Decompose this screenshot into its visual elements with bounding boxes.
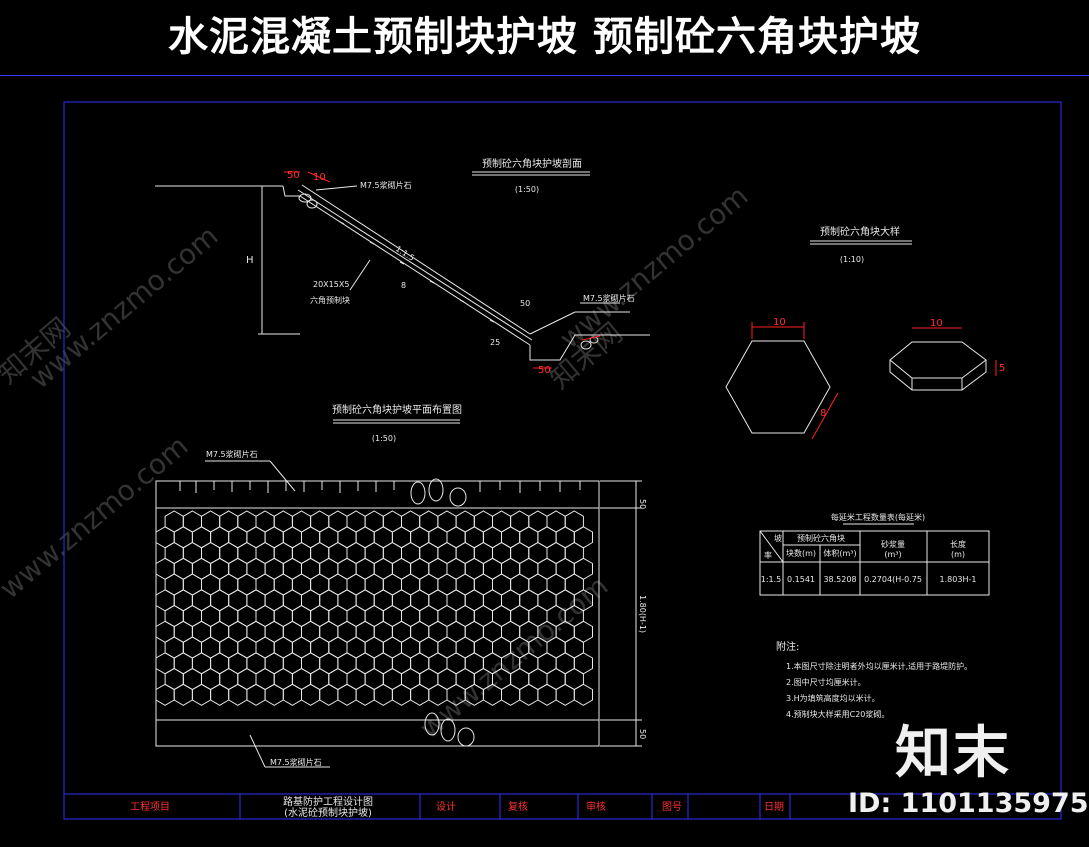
notes-heading: 附注: bbox=[776, 640, 799, 653]
detail-scale: (1:10) bbox=[840, 255, 864, 264]
tb-project: 工程项目 bbox=[130, 801, 170, 813]
tb-drawing-no: 图号 bbox=[662, 801, 682, 813]
detail-top-width: 10 bbox=[930, 318, 943, 329]
table-title: 每延米工程数量表(每延米) bbox=[831, 512, 925, 522]
hexagon-block bbox=[519, 683, 539, 706]
note-item: 2.图中尺寸均厘米计。 bbox=[786, 677, 866, 687]
hexagon-block bbox=[337, 683, 357, 706]
id-label: ID: 1101135975 bbox=[848, 788, 1089, 819]
hexagon-block bbox=[282, 683, 302, 706]
title-divider bbox=[0, 75, 1089, 76]
tb-approve: 审核 bbox=[586, 800, 606, 813]
hexagon-block bbox=[228, 683, 248, 706]
detail-view: 预制砼六角块大样 (1:10) 10 8 10 5 bbox=[725, 225, 1005, 440]
table-head-group: 预制砼六角块 bbox=[797, 533, 845, 543]
tb-design: 设计 bbox=[436, 800, 456, 813]
watermark-3: www.znzmo.com bbox=[553, 179, 754, 355]
table-head-c-unit: (m³) bbox=[884, 550, 901, 559]
hexagon-block bbox=[555, 683, 575, 706]
slope-hatch bbox=[339, 221, 495, 323]
tb-date: 日期 bbox=[764, 801, 784, 813]
dim-top: 50 bbox=[287, 170, 300, 181]
hexagon-block bbox=[155, 683, 175, 706]
dim-toe: 50 bbox=[538, 365, 551, 376]
table-head-b: 体积(m³) bbox=[823, 548, 856, 558]
dim-right: 50 bbox=[520, 299, 530, 308]
section-scale: (1:50) bbox=[515, 185, 539, 194]
page-title: 水泥混凝土预制块护坡 预制砼六角块护坡 bbox=[168, 14, 921, 60]
tb-review: 复核 bbox=[508, 800, 528, 813]
section-block-name: 六角预制块 bbox=[310, 295, 350, 305]
hexagon-block bbox=[373, 683, 393, 706]
tb-drawing-name-1: 路基防护工程设计图 bbox=[283, 795, 373, 808]
note-item: 4.预制块大样采用C20浆砌。 bbox=[786, 709, 889, 719]
hexagon-block bbox=[537, 683, 557, 706]
hexagon-block bbox=[173, 683, 193, 706]
table-head-a: 块数(m) bbox=[786, 548, 816, 558]
hexagon-block bbox=[246, 683, 266, 706]
plan-dim-top: 50 bbox=[638, 499, 647, 509]
table-cell: 0.1541 bbox=[787, 575, 815, 584]
dim-a: 10 bbox=[313, 172, 326, 183]
plan-view: 预制砼六角块护坡平面布置图 (1:50) bbox=[155, 403, 647, 768]
brand-logo: 知末 bbox=[895, 721, 1011, 786]
detail-title: 预制砼六角块大样 bbox=[820, 225, 900, 238]
table-head-d: 长度 bbox=[950, 539, 966, 549]
hexagon-block bbox=[319, 683, 339, 706]
height-label: H bbox=[246, 255, 254, 266]
hexagon-grid bbox=[155, 510, 593, 706]
hexagon-block bbox=[301, 683, 321, 706]
table-corner-bottom: 率 bbox=[764, 550, 772, 560]
plan-scale: (1:50) bbox=[372, 434, 396, 443]
notes: 附注: 1.本图尺寸除注明者外均以厘米计,适用于路堤防护。 2.图中尺寸均厘米计… bbox=[776, 640, 972, 719]
section-title: 预制砼六角块护坡剖面 bbox=[482, 157, 582, 170]
watermark-1: www.znzmo.com bbox=[23, 219, 224, 395]
plan-mortar-top: M7.5浆砌片石 bbox=[206, 449, 258, 459]
dim-bottom: 25 bbox=[490, 338, 500, 347]
detail-side: 8 bbox=[820, 408, 826, 419]
hexagon-block bbox=[410, 683, 430, 706]
table-corner-top: 坡 bbox=[774, 533, 782, 543]
hexagon-3d-top bbox=[889, 341, 987, 379]
table-cell: 1:1.5 bbox=[761, 575, 782, 584]
table-cell: 38.5208 bbox=[823, 575, 856, 584]
dim-b: 8 bbox=[401, 281, 406, 290]
drawing-border bbox=[63, 101, 1062, 820]
hexagon-block bbox=[355, 683, 375, 706]
plan-dim-mid: 1.80(H-1) bbox=[638, 595, 647, 633]
section-block-size: 20X15X5 bbox=[313, 280, 349, 289]
title-block: 工程项目 路基防护工程设计图 (水泥砼预制块护坡) 设计 复核 审核 图号 日期 bbox=[130, 794, 791, 819]
hexagon-block bbox=[501, 683, 521, 706]
section-mortar-bottom: M7.5浆砌片石 bbox=[583, 293, 635, 303]
table-cell: 0.2704(H-0.75 bbox=[864, 575, 922, 584]
hexagon-block bbox=[391, 683, 412, 706]
plan-stones bbox=[410, 478, 475, 747]
tb-drawing-name-2: (水泥砼预制块护坡) bbox=[284, 806, 372, 819]
hexagon-block bbox=[573, 683, 593, 706]
plan-title: 预制砼六角块护坡平面布置图 bbox=[332, 403, 462, 416]
table-head-c: 砂浆量 bbox=[881, 539, 905, 549]
section-view: 预制砼六角块护坡剖面 (1:50) bbox=[155, 157, 650, 376]
section-mortar-top: M7.5浆砌片石 bbox=[360, 180, 412, 190]
plan-top-ticks bbox=[179, 481, 581, 493]
note-item: 1.本图尺寸除注明者外均以厘米计,适用于路堤防护。 bbox=[786, 661, 972, 671]
hexagon-block bbox=[264, 683, 284, 706]
note-item: 3.H为填筑高度均以米计。 bbox=[786, 693, 880, 703]
watermarks: www.znzmo.com www.znzmo.com www.znzmo.co… bbox=[0, 179, 754, 745]
quantity-table: 每延米工程数量表(每延米) 坡 率 预制砼六角块 块数(m) 体积(m³) 砂浆… bbox=[759, 512, 990, 596]
plan-mortar-bottom: M7.5浆砌片石 bbox=[270, 757, 322, 767]
watermark-4: www.znzmo.com bbox=[413, 569, 614, 745]
table-head-d-unit: (m) bbox=[951, 550, 965, 559]
plan-outline bbox=[155, 480, 600, 747]
plan-dim-bottom: 50 bbox=[638, 729, 647, 739]
hexagon-block bbox=[210, 683, 230, 706]
detail-height: 5 bbox=[999, 363, 1005, 374]
slope-ratio: 1:1.5 bbox=[394, 244, 416, 263]
hexagon-block bbox=[191, 683, 212, 706]
detail-width: 10 bbox=[773, 317, 786, 328]
table-cell: 1.803H-1 bbox=[940, 575, 977, 584]
hexagon-plan bbox=[725, 340, 831, 434]
